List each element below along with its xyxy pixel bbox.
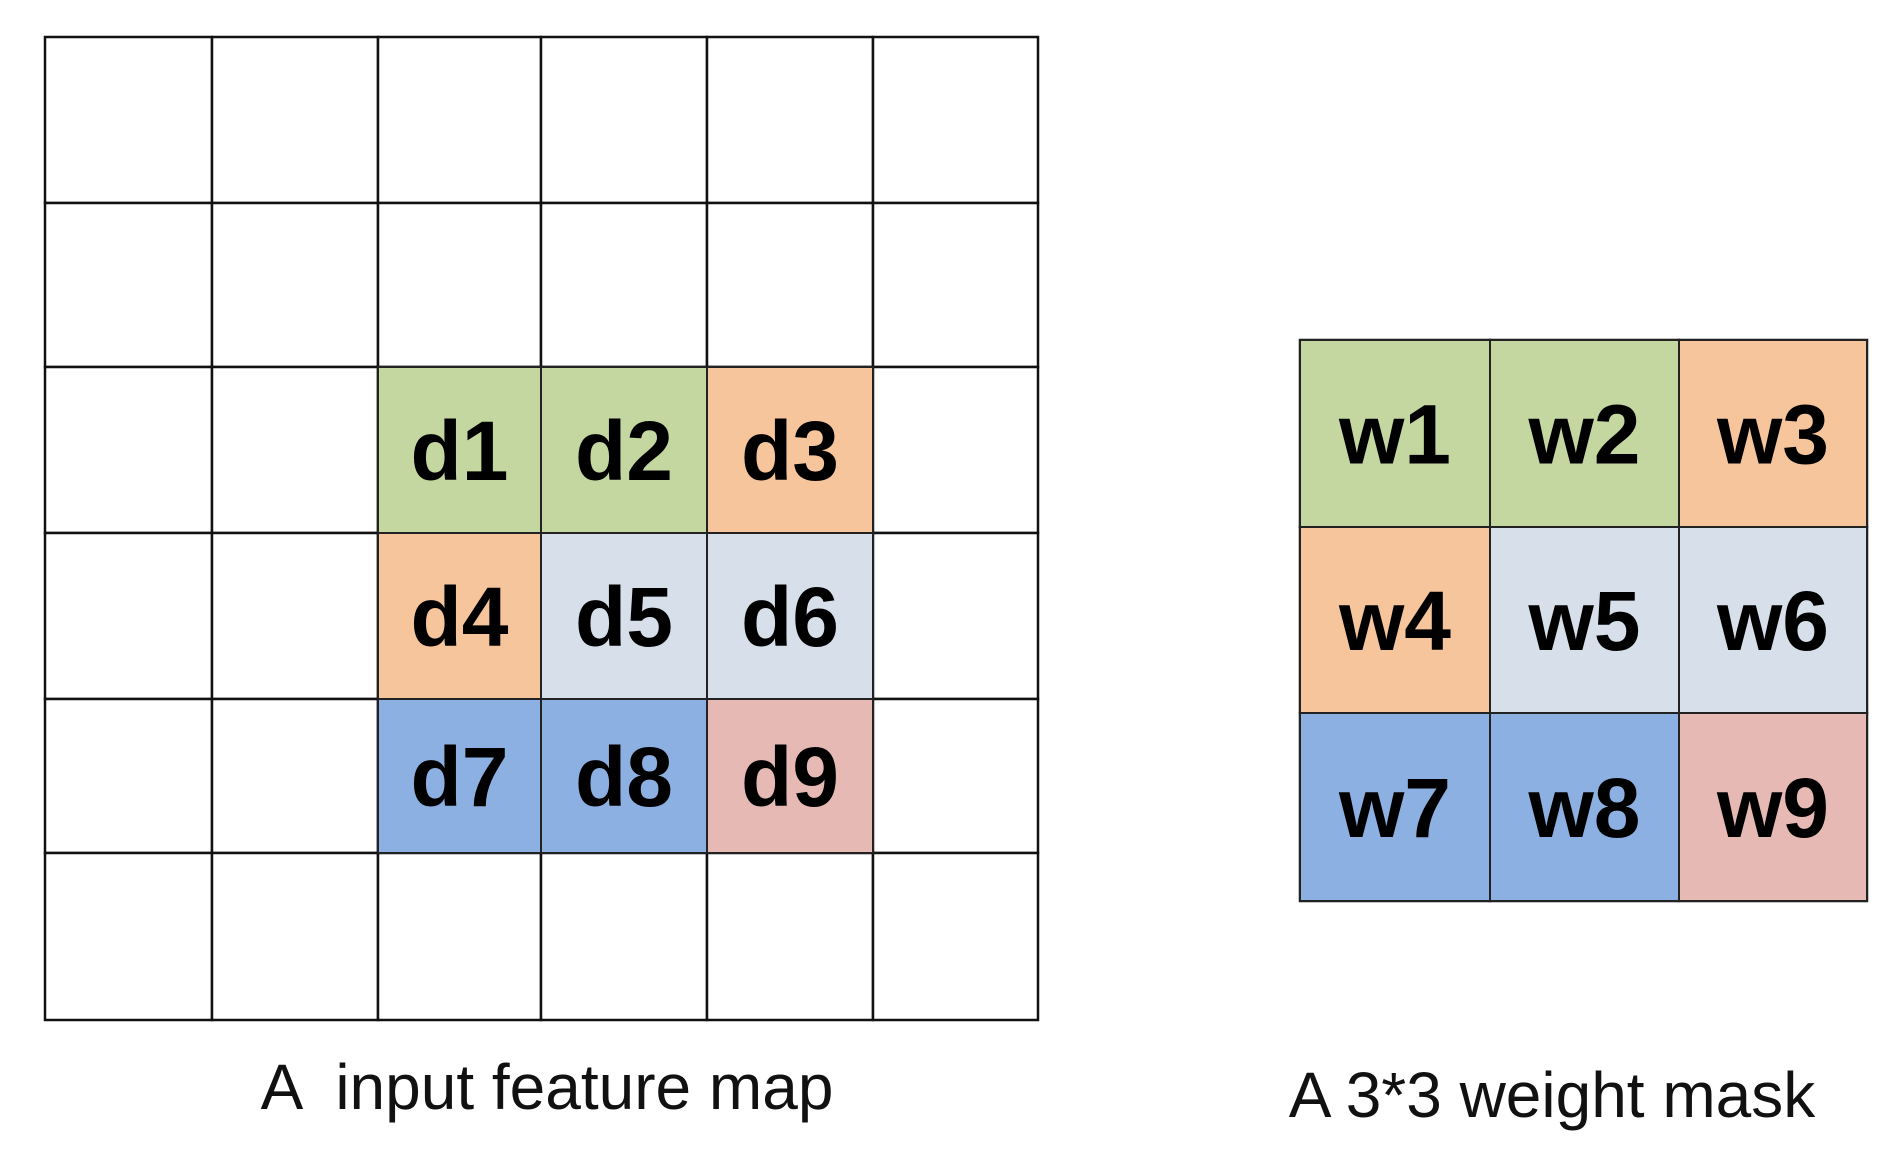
input-cell: [210, 851, 380, 1022]
input-cell: [871, 531, 1040, 701]
mask-cell-w4: [1299, 526, 1491, 714]
input-cell: [871, 35, 1040, 205]
input-cell: [43, 201, 214, 369]
weight-mask-caption: A 3*3 weight mask: [1288, 1059, 1816, 1131]
weight-mask-grid: w1 w2 w3 w4 w5 w6 w7 w8 w9: [1298, 338, 1869, 903]
input-cell: [871, 697, 1040, 855]
mask-label: w7: [1338, 761, 1451, 855]
input-cell-d1: [377, 366, 542, 534]
input-cell: [43, 35, 214, 205]
input-cell-d8: [540, 698, 708, 854]
input-cell: [705, 851, 875, 1022]
input-feature-map-grid: d1 d2 d3 d4 d5 d6 d7 d8 d9: [43, 35, 1040, 1022]
input-cell-d5: [540, 532, 708, 700]
mask-label: w3: [1716, 388, 1829, 482]
input-cell-d3: [706, 366, 874, 534]
input-cell: [376, 201, 543, 369]
mask-cell-w7: [1299, 712, 1491, 902]
mask-label: w4: [1338, 574, 1451, 668]
mask-label: w8: [1527, 761, 1640, 855]
input-cell: [210, 201, 380, 369]
input-cell: [871, 201, 1040, 369]
input-cell: [705, 201, 875, 369]
input-cell: [871, 851, 1040, 1022]
input-cell-d9: [706, 698, 874, 854]
input-cell: [43, 697, 214, 855]
input-cell: [210, 531, 380, 701]
mask-label: w6: [1716, 574, 1829, 668]
input-cell: [43, 365, 214, 535]
input-feature-map-caption: A input feature map: [260, 1051, 834, 1123]
mask-cell-w6: [1678, 526, 1868, 714]
mask-cell-w9: [1678, 712, 1868, 902]
input-label: d9: [741, 730, 839, 824]
input-label: d4: [410, 570, 508, 664]
mask-cell-w8: [1489, 712, 1680, 902]
input-label: d6: [741, 570, 839, 664]
input-cell: [210, 35, 380, 205]
input-label: d2: [575, 404, 673, 498]
input-cell: [539, 201, 709, 369]
input-cell: [539, 851, 709, 1022]
input-label: d5: [575, 570, 673, 664]
mask-cell-w1: [1299, 339, 1491, 528]
input-cell: [705, 35, 875, 205]
input-cell: [210, 697, 380, 855]
input-label: d7: [410, 730, 508, 824]
input-cell-d7: [377, 698, 542, 854]
mask-label: w2: [1527, 388, 1640, 482]
input-cell: [376, 35, 543, 205]
mask-cell-w3: [1678, 339, 1868, 528]
mask-label: w1: [1338, 388, 1451, 482]
input-label: d3: [741, 404, 839, 498]
input-cell: [376, 851, 543, 1022]
input-cell: [43, 531, 214, 701]
input-cell: [210, 365, 380, 535]
input-cell-d4: [377, 532, 542, 700]
input-cell: [539, 35, 709, 205]
input-label: d8: [575, 730, 673, 824]
input-label: d1: [410, 404, 508, 498]
input-cell: [871, 365, 1040, 535]
input-cell-d6: [706, 532, 874, 700]
input-cell: [43, 851, 214, 1022]
mask-label: w9: [1716, 761, 1829, 855]
mask-label: w5: [1527, 574, 1640, 668]
mask-cell-w2: [1489, 339, 1680, 528]
